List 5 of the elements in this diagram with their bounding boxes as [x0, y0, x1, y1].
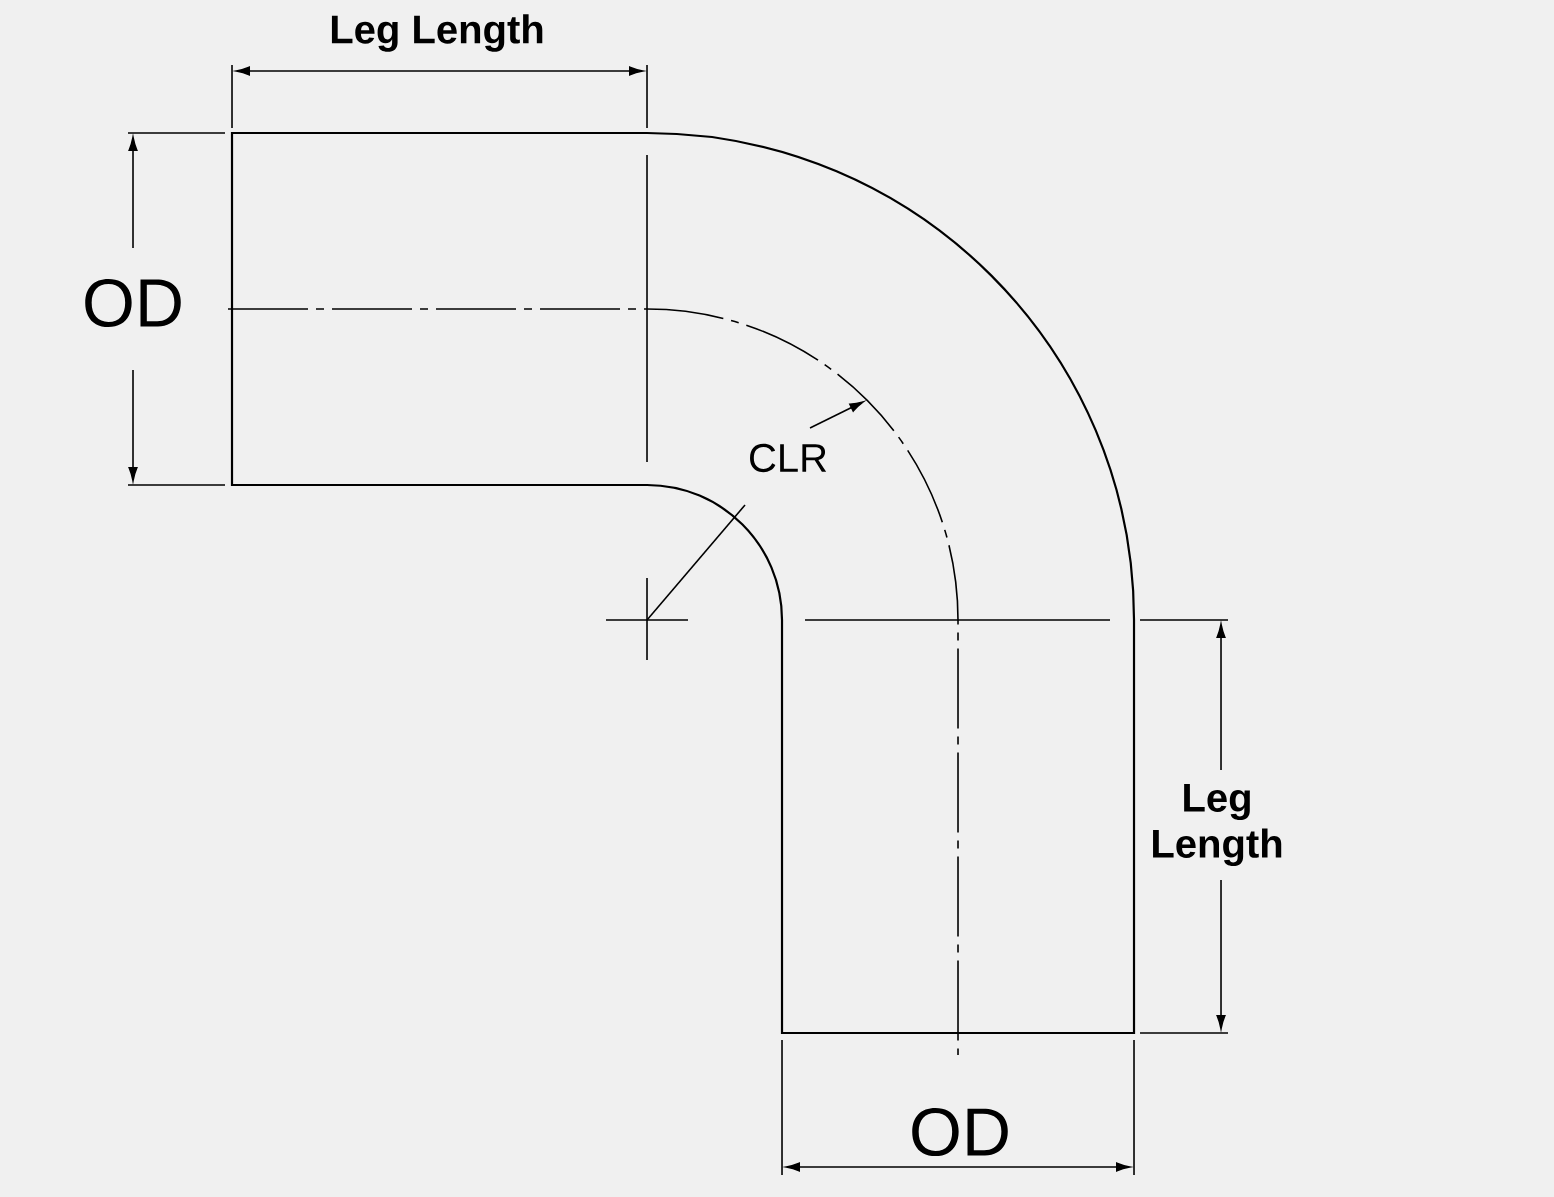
- dimension-label: CLR: [750, 443, 827, 473]
- dimension-label: Leg Length: [331, 14, 543, 52]
- dimension-label: OD: [85, 278, 181, 328]
- dimension-label: Leg Length: [1153, 784, 1282, 866]
- dimension-label: OD: [912, 1107, 1008, 1157]
